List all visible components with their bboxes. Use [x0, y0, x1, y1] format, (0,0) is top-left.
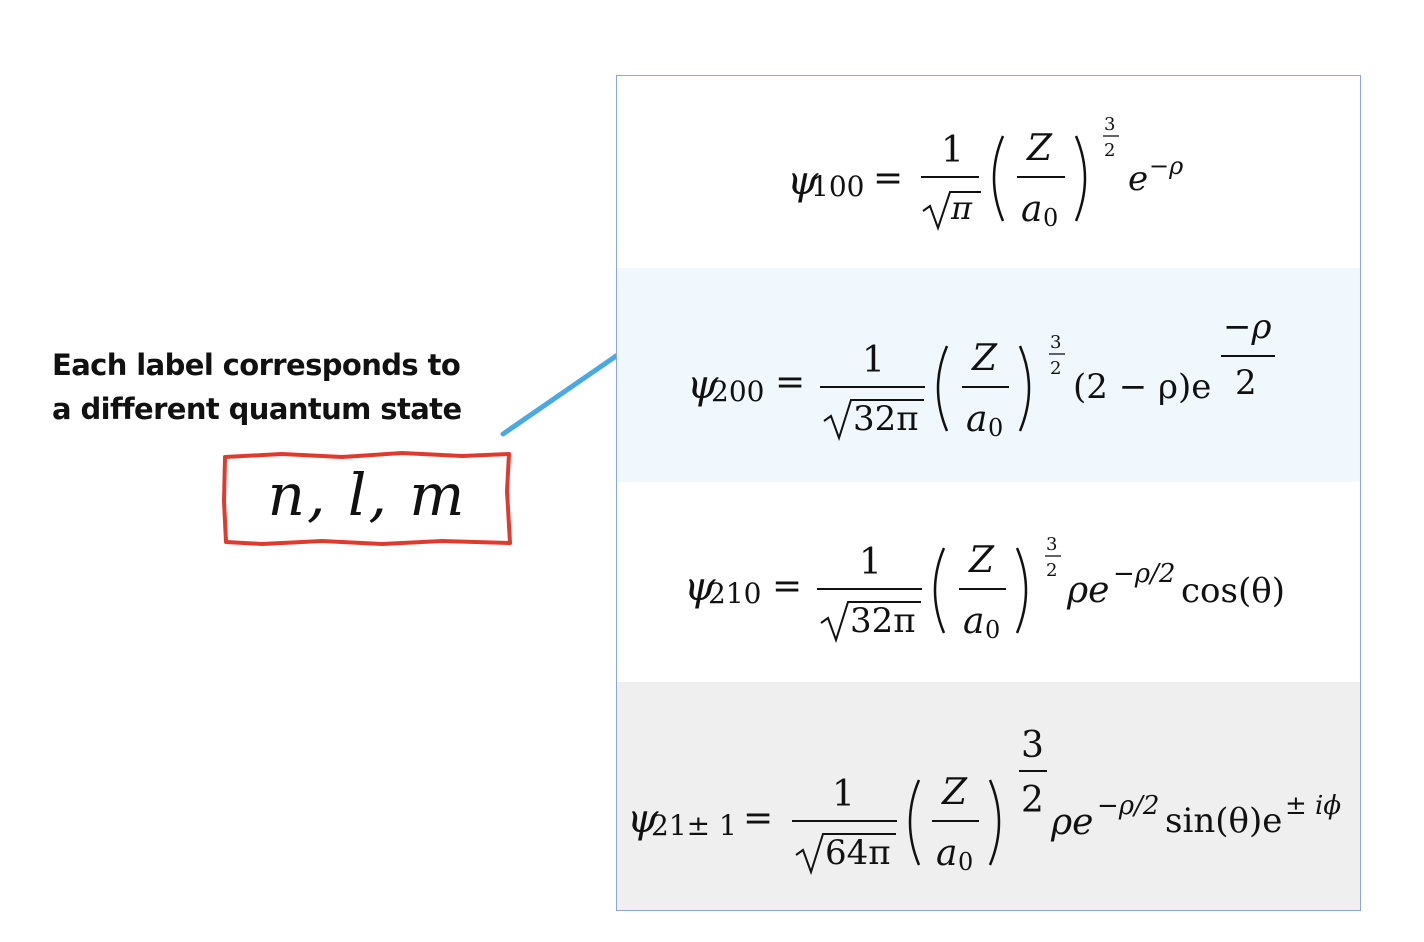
radical-sign [795, 833, 896, 876]
numerator: 1 [941, 130, 964, 171]
exponent-numerator: 3 [1050, 332, 1061, 353]
ratio-z: Z [968, 540, 995, 581]
ratio-a: a [963, 601, 984, 642]
ratio-z: Z [941, 772, 968, 813]
numerator: 1 [832, 774, 855, 815]
ratio-z: Z [1026, 128, 1053, 169]
psi-subscript: 200 [711, 375, 764, 408]
equation-psi-100: ψ 100 = 1 π Z a 0 3 2 e −ρ [787, 114, 1183, 232]
radicand: 32π [850, 601, 916, 641]
exp-power: −ρ [1149, 152, 1183, 180]
radicand: 32π [853, 399, 919, 439]
psi-symbol: ψ [787, 158, 819, 204]
numerator: 1 [862, 340, 885, 381]
equation-psi-210: ψ 210 = 1 32π Z a 0 3 2 ρe −ρ/2 cos(θ) [684, 534, 1285, 644]
equals-sign: = [775, 362, 805, 403]
psi-symbol: ψ [627, 796, 659, 842]
quantum-numbers-text: n, l, m [267, 461, 467, 529]
label-box-outline [222, 451, 512, 546]
tail-base: ρe [1066, 570, 1109, 611]
equation-row-210: ψ 210 = 1 32π Z a 0 3 2 ρe −ρ/2 cos(θ) [617, 482, 1360, 682]
tail-end: cos(θ) [1181, 571, 1285, 611]
right-paren [988, 779, 1001, 866]
equation-row-200: ψ 200 = 1 32π Z a 0 3 2 (2 − ρ)e −ρ 2 [617, 268, 1360, 482]
ratio-a: a [1021, 189, 1042, 230]
equation-psi-200: ψ 200 = 1 32π Z a 0 3 2 (2 − ρ)e −ρ 2 [687, 307, 1275, 442]
right-paren [1018, 345, 1031, 432]
equation-psi-21pm1: ψ 21± 1 = 1 64π Z a 0 3 2 ρe −ρ/2 sin(θ)… [627, 725, 1341, 876]
tail-base: ρe [1050, 802, 1093, 843]
radical-sign [820, 601, 921, 644]
ratio-z: Z [971, 338, 998, 379]
equals-sign: = [743, 798, 773, 839]
numerator: 1 [859, 542, 882, 583]
exponent-numerator: 3 [1104, 114, 1115, 135]
left-paren [933, 547, 946, 634]
left-paren [992, 135, 1005, 222]
radical-sign [922, 191, 981, 232]
caption-line-2: a different quantum state [52, 392, 462, 426]
exponent-denominator: 2 [1104, 140, 1115, 161]
ratio-a: a [936, 833, 957, 874]
psi-subscript: 21± 1 [651, 809, 737, 842]
quantum-numbers-label: n, l, m [222, 451, 512, 547]
exp-base: e [1128, 159, 1148, 199]
exponent-denominator: 2 [1021, 780, 1044, 821]
psi-symbol: ψ [684, 564, 716, 610]
ratio-a-sub: 0 [958, 848, 973, 876]
psi-subscript: 210 [708, 577, 761, 610]
caption: Each label corresponds to a different qu… [52, 343, 472, 431]
left-paren [936, 345, 949, 432]
equals-sign: = [772, 566, 802, 607]
exponent-denominator: 2 [1050, 358, 1061, 379]
exponent-denominator: 2 [1046, 560, 1057, 581]
tail-exponent-2: ± iϕ [1285, 791, 1341, 821]
equation-row-21pm1: ψ 21± 1 = 1 64π Z a 0 3 2 ρe −ρ/2 sin(θ)… [617, 682, 1360, 910]
equation-row-100: ψ 100 = 1 π Z a 0 3 2 e −ρ [617, 76, 1360, 268]
tail-exponent: −ρ/2 [1113, 559, 1175, 589]
right-paren [1074, 135, 1087, 222]
caption-line-1: Each label corresponds to [52, 348, 461, 382]
radical-sign [823, 399, 924, 442]
psi-subscript: 100 [811, 170, 864, 203]
ratio-a: a [966, 399, 987, 440]
exponent-numerator: 3 [1046, 534, 1057, 555]
wavefunction-panel: ψ 100 = 1 π Z a 0 3 2 e −ρ ψ 200 = 1 [616, 75, 1361, 911]
tail-exponent-denominator: 2 [1235, 363, 1257, 403]
radicand: π [950, 189, 973, 227]
psi-symbol: ψ [687, 362, 719, 408]
equation-tail: (2 − ρ)e [1073, 367, 1211, 407]
equals-sign: = [873, 158, 903, 199]
exponent-numerator: 3 [1021, 725, 1044, 766]
left-paren [908, 779, 921, 866]
ratio-a-sub: 0 [988, 414, 1003, 442]
tail-exponent-numerator: −ρ [1223, 307, 1271, 347]
right-paren [1015, 547, 1028, 634]
ratio-a-sub: 0 [985, 616, 1000, 644]
ratio-a-sub: 0 [1043, 204, 1058, 232]
tail-exponent: −ρ/2 [1097, 791, 1159, 821]
radicand: 64π [825, 833, 891, 873]
tail-mid: sin(θ)e [1165, 801, 1282, 841]
